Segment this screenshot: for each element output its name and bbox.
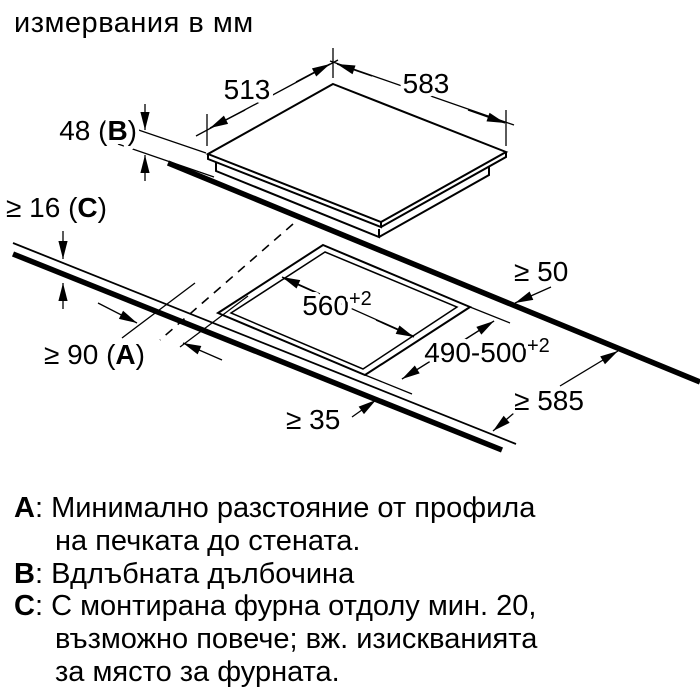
dim-48-B (117, 104, 215, 181)
legend-item-B: B: Вдлъбната дълбочина (14, 558, 674, 591)
dim-490-500-label: 490-500+2 (424, 335, 550, 368)
dim-560-label: 560+2 (302, 288, 372, 321)
dim-583 (329, 60, 515, 146)
legend-letter-A: A (14, 492, 35, 524)
page-title: измервания в мм (14, 7, 254, 39)
legend-letter-C: C (14, 590, 35, 623)
legend-item-C: C: С монтирана фурна отдолу мин. 20, въз… (14, 590, 674, 688)
dim-35-label: ≥ 35 (286, 404, 340, 435)
legend-separator: : (34, 492, 52, 524)
dim-585-label: ≥ 585 (514, 385, 584, 416)
dim-490-500 (364, 306, 511, 395)
legend-text-C: С монтирана фурна отдолу мин. 20, възмож… (51, 590, 538, 688)
legend-text-A: Минимално разстояние от профила на печка… (51, 492, 536, 557)
dim-585 (492, 350, 619, 432)
hob-outline (205, 82, 509, 239)
dim-50-label: ≥ 50 (514, 256, 568, 287)
dim-16-C-label: ≥ 16 (C) (6, 192, 107, 223)
dim-513 (195, 48, 339, 146)
legend-separator: : (34, 590, 52, 623)
dim-560 (281, 276, 415, 338)
legend: A: Минимално разстояние от профила на пе… (14, 492, 674, 689)
dim-50-arrow (514, 286, 552, 304)
dim-35-arrow (351, 399, 377, 418)
legend-text-B: Вдлъбната дълбочина (51, 557, 355, 590)
dim-583-label: 583 (403, 68, 450, 99)
dim-48-B-label: 48 (B) (59, 115, 137, 146)
installation-diagram: 513 583 48 (B) ≥ 16 (C) ≥ 90 (A) 560+2 (6, 48, 700, 453)
legend-item-A: A: Минимално разстояние от профила на пе… (14, 492, 674, 558)
worktop-rear-edge (166, 160, 700, 385)
legend-separator: : (34, 557, 52, 590)
dim-90-A (97, 282, 249, 361)
legend-letter-B: B (14, 557, 35, 590)
worktop-front-edge (11, 242, 517, 453)
alignment-dashed-line (159, 223, 294, 341)
dim-513-label: 513 (224, 74, 271, 105)
dim-90-A-label: ≥ 90 (A) (44, 339, 145, 370)
